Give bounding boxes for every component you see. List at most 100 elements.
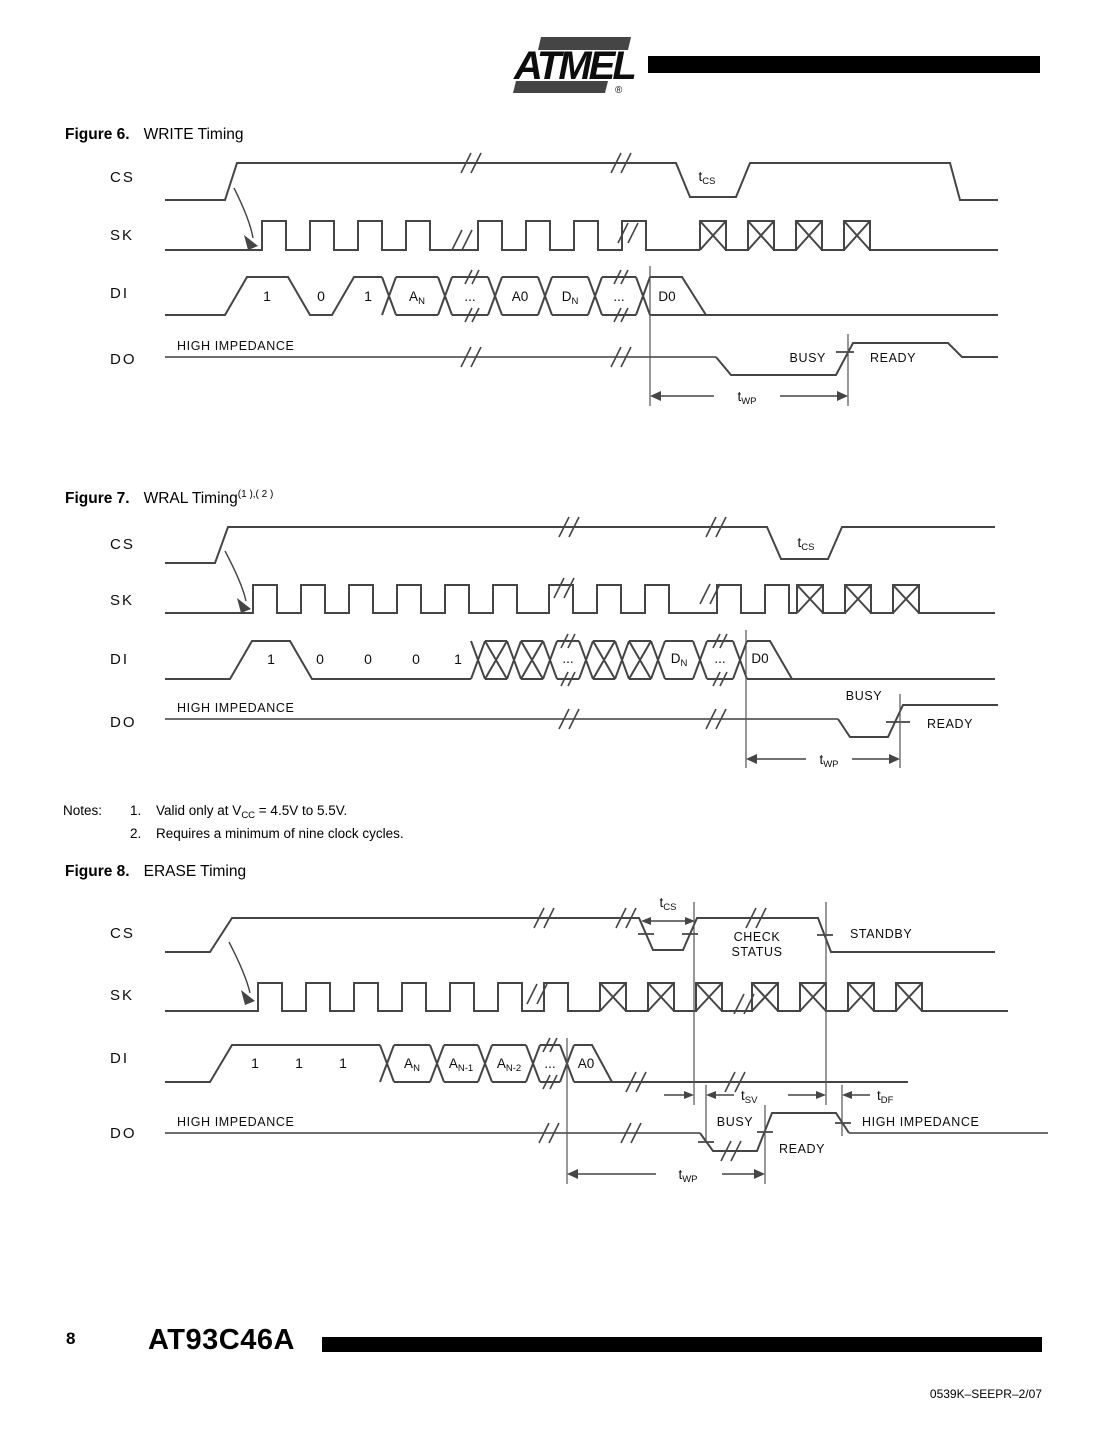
fig8-sk-waveform bbox=[165, 982, 600, 1012]
figure6-diagram: CS SK DI DO tCS 1 0 1 AN ... A0 DN ... D… bbox=[110, 152, 998, 407]
fig6-signal-di: DI bbox=[110, 285, 129, 302]
fig8-check-status-label-2: STATUS bbox=[731, 945, 782, 959]
fig8-di-bit-2: 1 bbox=[295, 1055, 303, 1071]
fig7-di-data-cells bbox=[470, 640, 995, 680]
note-1-text: Valid only at VCC = 4.5V to 5.5V. bbox=[156, 803, 348, 821]
fig8-signal-do: DO bbox=[110, 1125, 137, 1142]
fig6-do-busy-label: BUSY bbox=[790, 351, 827, 365]
fig7-di-cell-dn: DN bbox=[671, 651, 688, 669]
part-number: AT93C46A bbox=[148, 1324, 295, 1356]
document-code: 0539K–SEEPR–2/07 bbox=[929, 1387, 1042, 1401]
fig6-do-waveform bbox=[715, 342, 998, 376]
figure6-title-text: WRITE Timing bbox=[143, 126, 244, 143]
fig7-sk-waveform bbox=[165, 584, 797, 614]
atmel-logo: ATMEL ® bbox=[513, 37, 638, 96]
fig7-cs-waveform bbox=[165, 526, 995, 564]
fig8-do-hiz-left-label: HIGH IMPEDANCE bbox=[177, 1115, 294, 1129]
fig8-signal-di: DI bbox=[110, 1050, 129, 1067]
fig7-di-cell-dots2: ... bbox=[714, 651, 725, 666]
fig8-tcs-dimension: tCS bbox=[641, 895, 695, 925]
page-number: 8 bbox=[66, 1329, 76, 1348]
fig7-di-bit-2: 0 bbox=[316, 651, 324, 667]
fig6-sk-dontcare-cross bbox=[699, 220, 871, 251]
atmel-logo-text: ATMEL bbox=[513, 44, 635, 88]
note-1-number: 1. bbox=[130, 803, 142, 818]
figure7-diagram: CS SK DI DO tCS 1 0 0 0 1 ... DN ... D0 bbox=[110, 516, 998, 770]
footer-rule bbox=[322, 1337, 1042, 1352]
registered-mark-icon: ® bbox=[615, 85, 623, 96]
fig8-di-cell-an2: AN-2 bbox=[497, 1056, 521, 1074]
fig8-do-hiz-right-label: HIGH IMPEDANCE bbox=[862, 1115, 979, 1129]
fig8-signal-cs: CS bbox=[110, 925, 135, 942]
figure8-title: Figure 8.ERASE Timing bbox=[65, 863, 246, 881]
fig7-di-bit-1: 1 bbox=[267, 651, 275, 667]
fig6-signal-sk: SK bbox=[110, 227, 134, 244]
fig6-tcs-label: tCS bbox=[699, 169, 716, 187]
fig6-twp-dimension: tWP bbox=[650, 389, 848, 407]
fig8-twp-dimension: tWP bbox=[567, 1167, 765, 1185]
fig6-di-data-cells bbox=[381, 276, 998, 316]
fig7-di-bit-5: 1 bbox=[454, 651, 462, 667]
figure7-title: Figure 7.WRAL Timing(1 ),( 2 ) bbox=[65, 489, 273, 508]
fig6-signal-do: DO bbox=[110, 351, 137, 368]
fig8-di-cell-an1: AN-1 bbox=[449, 1056, 473, 1074]
fig8-twp-label: tWP bbox=[678, 1167, 697, 1185]
fig7-signal-cs: CS bbox=[110, 536, 135, 553]
figure8-title-text: ERASE Timing bbox=[143, 863, 247, 880]
fig6-di-cell-a0: A0 bbox=[512, 289, 529, 304]
fig7-di-cell-dots1: ... bbox=[562, 651, 573, 666]
notes-block: Notes: 1. Valid only at VCC = 4.5V to 5.5V… bbox=[63, 802, 404, 843]
note-2-number: 2. bbox=[130, 826, 142, 841]
fig8-tdf-label: tDF bbox=[877, 1088, 894, 1106]
fig8-di-bit-3: 1 bbox=[339, 1055, 347, 1071]
fig8-cs-ticks bbox=[638, 933, 833, 936]
fig7-break-marks bbox=[553, 516, 728, 730]
figure7-title-text: WRAL Timing bbox=[143, 490, 238, 508]
fig8-tsv-label: tSV bbox=[741, 1088, 758, 1106]
fig7-do-ready-label: READY bbox=[927, 717, 973, 731]
fig7-signal-di: DI bbox=[110, 651, 129, 668]
fig8-do-busy-label: BUSY bbox=[717, 1115, 754, 1129]
fig8-check-status-label-1: CHECK bbox=[734, 930, 781, 944]
fig8-di-cell-an: AN bbox=[404, 1056, 420, 1074]
fig7-signal-do: DO bbox=[110, 714, 137, 731]
fig6-cs-to-sk-arrow bbox=[233, 187, 258, 250]
fig6-measure-verticals bbox=[649, 266, 849, 406]
fig8-do-ready-label: READY bbox=[779, 1142, 825, 1156]
fig6-signal-cs: CS bbox=[110, 169, 135, 186]
fig6-do-hiz-label: HIGH IMPEDANCE bbox=[177, 339, 294, 353]
fig6-di-cell-dots1: ... bbox=[464, 289, 475, 304]
fig6-di-bit-2: 0 bbox=[317, 288, 325, 304]
fig7-di-cell-d0: D0 bbox=[751, 651, 768, 666]
fig6-di-waveform bbox=[165, 276, 382, 316]
fig8-di-cell-dots: ... bbox=[544, 1056, 555, 1071]
figure6-title: Figure 6. WRITE Timing bbox=[65, 126, 244, 144]
fig6-break-marks bbox=[451, 152, 639, 368]
fig8-cs-to-sk-arrow bbox=[228, 941, 255, 1005]
fig7-do-hiz-label: HIGH IMPEDANCE bbox=[177, 701, 294, 715]
note-1: Notes: 1. Valid only at VCC = 4.5V to 5.5V… bbox=[63, 802, 404, 825]
fig6-di-bit-3: 1 bbox=[364, 288, 372, 304]
figure8-diagram: CS SK DI DO tCS CHECK STATUS STANDBY bbox=[110, 895, 1048, 1185]
note-2: 2.Requires a minimum of nine clock cycle… bbox=[63, 825, 404, 843]
fig8-tcs-label: tCS bbox=[660, 895, 677, 913]
figure6-label: Figure 6. bbox=[65, 126, 130, 143]
fig8-break-marks bbox=[526, 907, 767, 1162]
fig8-di-waveform bbox=[165, 1044, 380, 1083]
fig6-di-cell-dn: DN bbox=[562, 289, 579, 307]
fig8-di-cell-a0: A0 bbox=[578, 1056, 595, 1071]
fig7-twp-dimension: tWP bbox=[746, 752, 900, 770]
fig6-do-ready-label: READY bbox=[870, 351, 916, 365]
fig7-sk-dontcare-cross bbox=[796, 584, 920, 614]
notes-label: Notes: bbox=[63, 803, 103, 818]
fig7-cs-to-sk-arrow bbox=[224, 550, 251, 613]
figure7-label: Figure 7. bbox=[65, 490, 130, 508]
fig8-signal-sk: SK bbox=[110, 987, 134, 1004]
fig6-di-cell-dots2: ... bbox=[613, 289, 624, 304]
fig8-standby-label: STANDBY bbox=[850, 927, 912, 941]
header-rule bbox=[648, 56, 1040, 73]
fig7-measure-verticals bbox=[745, 630, 901, 768]
fig6-sk-waveform bbox=[165, 220, 700, 251]
